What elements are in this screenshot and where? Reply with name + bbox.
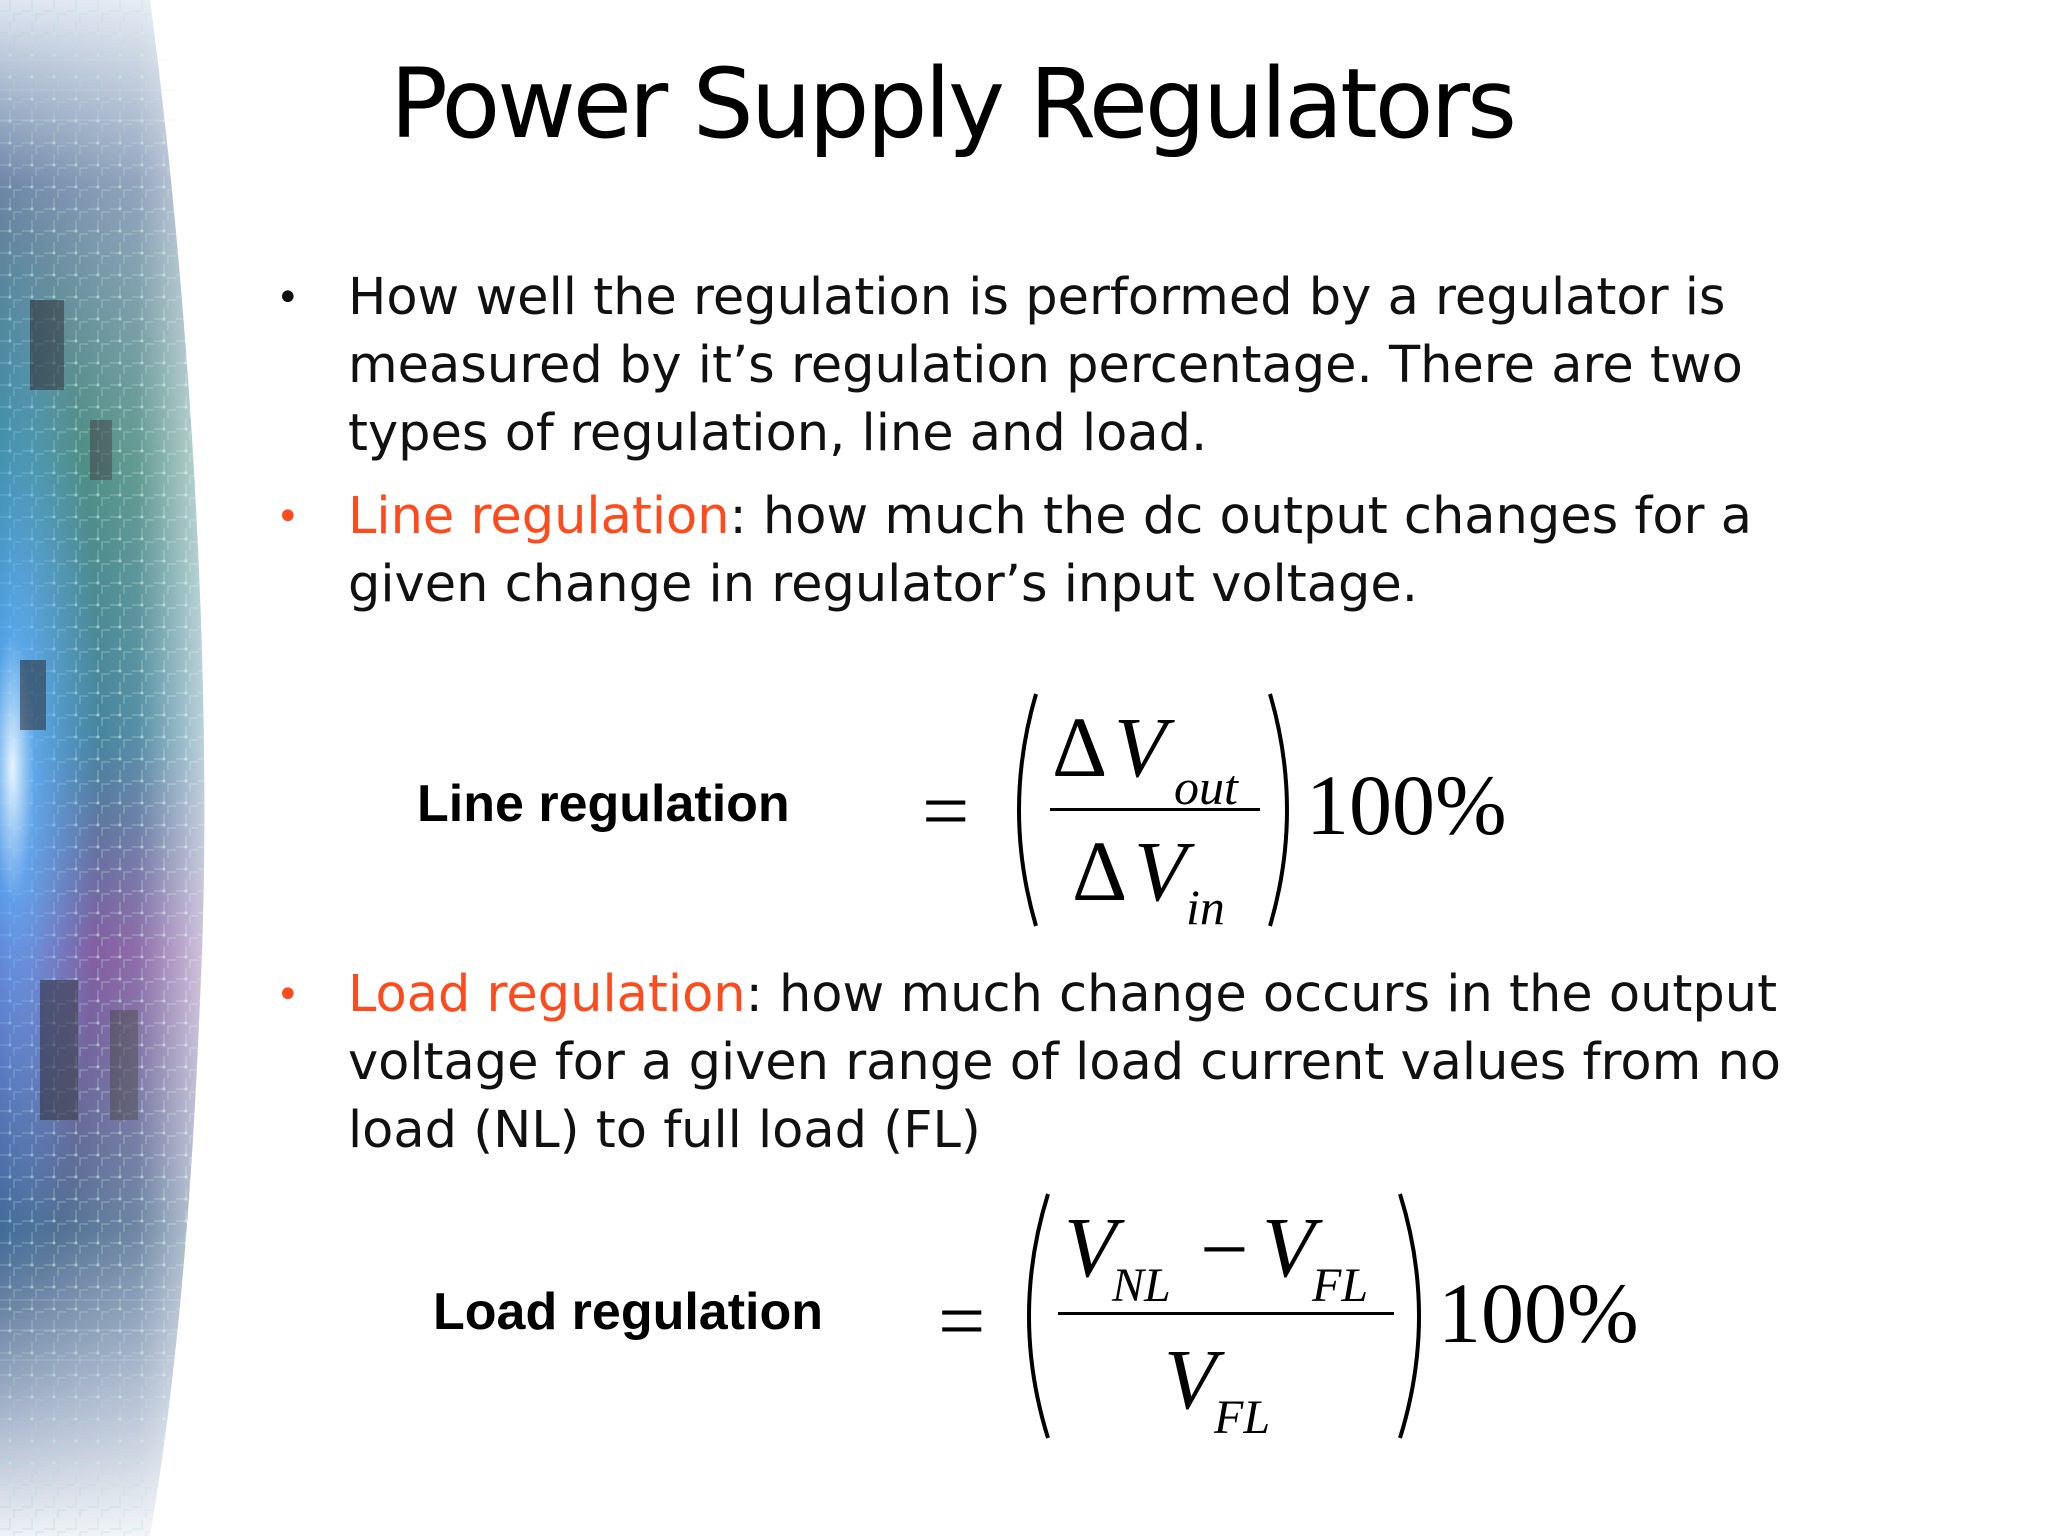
left-paren xyxy=(1027,1193,1050,1439)
multiplier-percent: 100% xyxy=(1438,1265,1639,1361)
bullet-text: How well the regulation is performed by … xyxy=(348,268,1743,463)
bullet-text: : how much the dc output changes for a g… xyxy=(348,487,1752,614)
subscript-fl: FL xyxy=(1312,1259,1369,1312)
bullet-content: Line regulation: how much the dc output … xyxy=(348,483,1828,619)
bullet-content: Load regulation: how much change occurs … xyxy=(348,961,1828,1165)
equals-sign: = xyxy=(938,1275,986,1368)
minus-sign: − xyxy=(1200,1201,1249,1297)
delta-symbol: Δ xyxy=(1052,699,1108,795)
slide-title: Power Supply Regulators xyxy=(390,48,1517,160)
load-regulation-label: Load regulation xyxy=(433,1283,823,1341)
equals-sign: = xyxy=(922,765,970,858)
subscript-fl: FL xyxy=(1214,1391,1271,1444)
voltage-symbol: V xyxy=(1114,699,1167,795)
circuit-board-decoration xyxy=(0,0,250,1536)
bullet-dot: • xyxy=(276,494,300,540)
fraction-bar xyxy=(1058,1312,1394,1315)
bullet-dot: • xyxy=(276,972,300,1018)
right-paren xyxy=(1398,1193,1421,1439)
subscript-in: in xyxy=(1186,879,1225,935)
voltage-symbol: V xyxy=(1134,823,1187,919)
voltage-symbol: V xyxy=(1064,1199,1117,1295)
bullet-term: Line regulation xyxy=(348,487,730,546)
left-paren xyxy=(1017,693,1038,927)
multiplier-percent: 100% xyxy=(1306,757,1507,853)
delta-symbol: Δ xyxy=(1072,823,1128,919)
line-regulation-label: Line regulation xyxy=(417,775,790,833)
subscript-nl: NL xyxy=(1112,1259,1171,1312)
bullet-dot: • xyxy=(276,275,300,321)
voltage-symbol: V xyxy=(1262,1199,1315,1295)
voltage-symbol: V xyxy=(1164,1331,1217,1427)
fraction-bar xyxy=(1050,808,1260,811)
bullet-text: : how much change occurs in the output v… xyxy=(348,965,1781,1160)
bullet-term: Load regulation xyxy=(348,965,746,1024)
subscript-out: out xyxy=(1174,759,1238,815)
right-paren xyxy=(1268,693,1289,927)
